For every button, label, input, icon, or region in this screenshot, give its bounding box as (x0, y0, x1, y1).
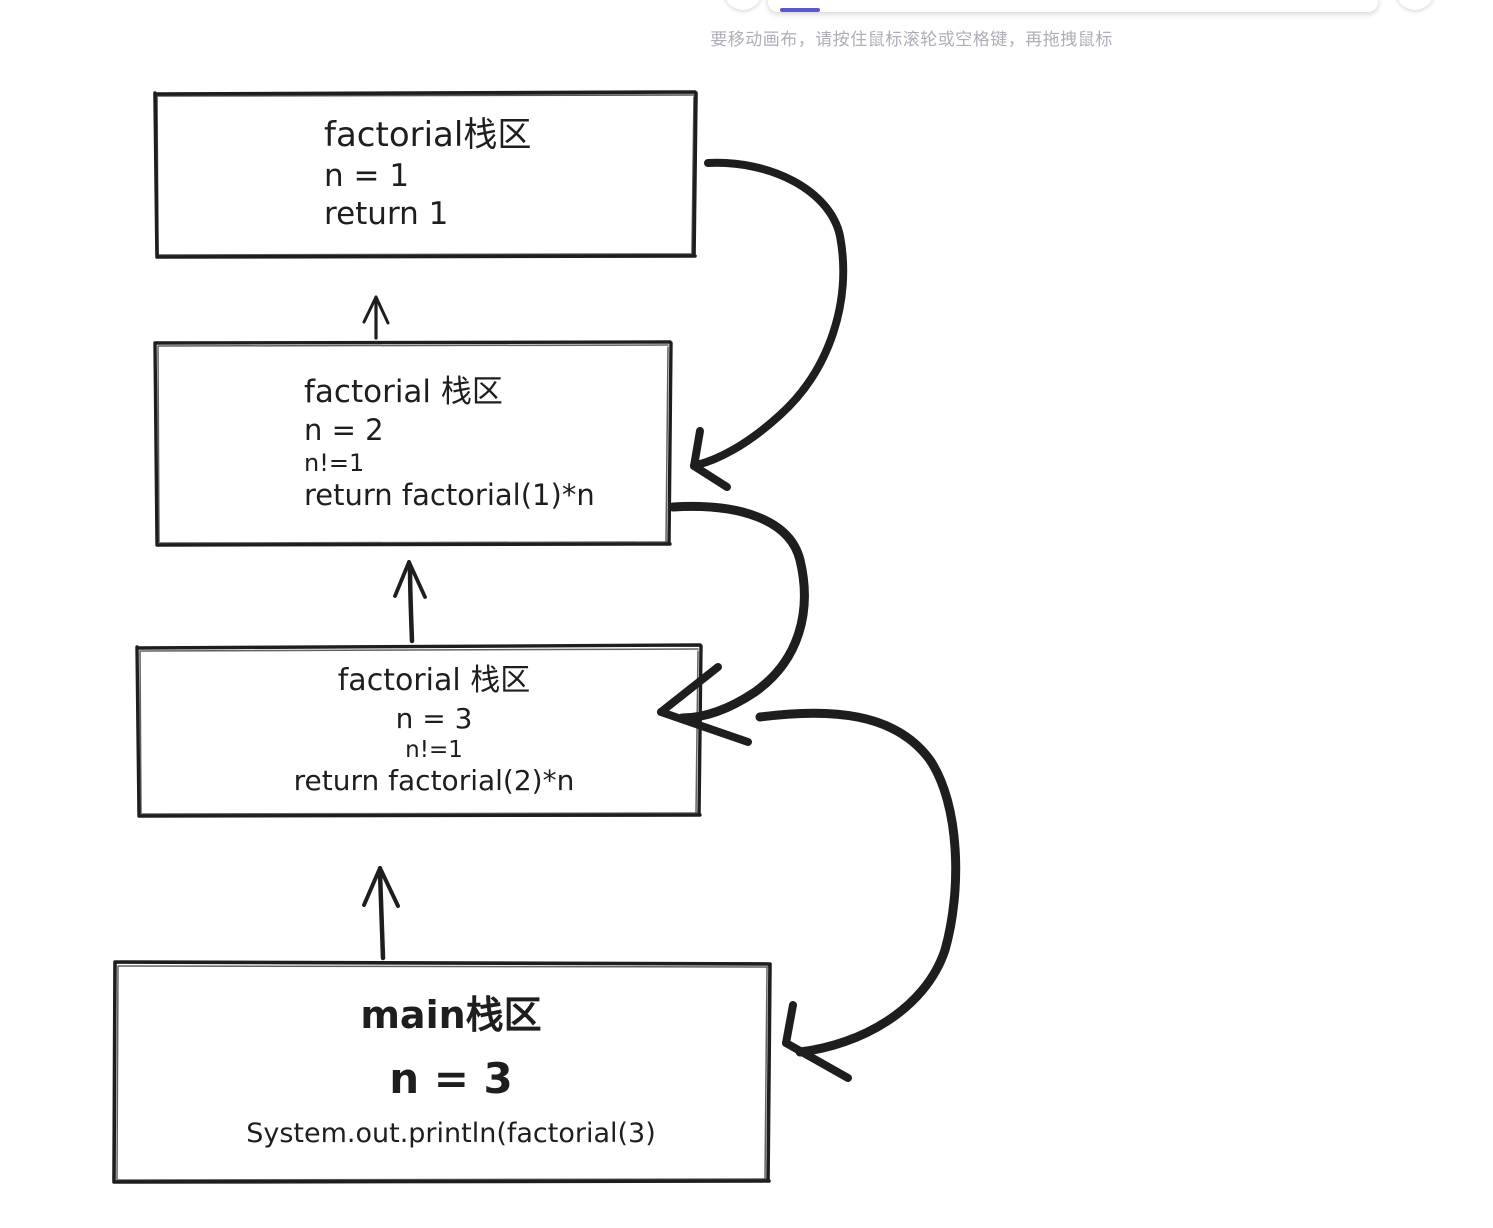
return-arrow-n3-to-main (755, 708, 961, 1082)
main-stack-box[interactable]: main栈区 n = 3 System.out.println(factoria… (112, 960, 772, 1184)
toolbar-left-round-button[interactable] (724, 0, 762, 10)
box-outline (112, 960, 772, 1184)
call-arrow-n2-to-n1 (362, 295, 390, 340)
box-outline (153, 340, 673, 547)
call-arrow-main-to-n3 (362, 866, 400, 961)
toolbar-right-round-button[interactable] (1396, 0, 1434, 10)
toolbar-island[interactable] (768, 0, 1378, 12)
call-arrow-n3-to-n2 (393, 560, 427, 644)
box-outline (135, 643, 703, 818)
return-arrow-n1-to-n2 (690, 158, 848, 491)
factorial-stack-n1-box[interactable]: factorial栈区 n = 1 return 1 (153, 90, 698, 259)
factorial-stack-n3-box[interactable]: factorial 栈区 n = 3 n!=1 return factorial… (135, 643, 703, 818)
factorial-stack-n2-box[interactable]: factorial 栈区 n = 2 n!=1 return factorial… (153, 340, 673, 547)
toolbar-active-tool-indicator (780, 8, 820, 12)
box-outline (153, 90, 698, 259)
canvas-pan-hint: 要移动画布，请按住鼠标滚轮或空格键，再拖拽鼠标 (710, 30, 1113, 49)
